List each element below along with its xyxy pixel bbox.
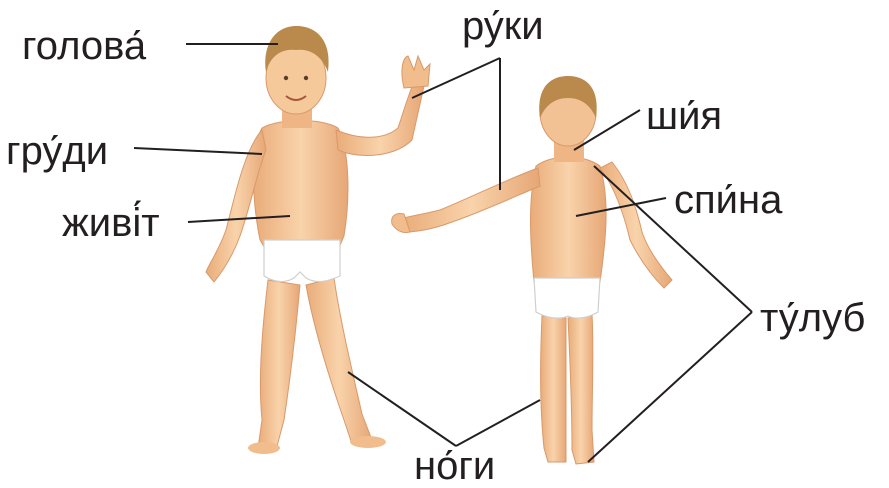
front-raised-hand [402,56,430,88]
back-left-hand [392,213,410,232]
back-left-leg [541,316,566,462]
back-left-arm [402,168,540,232]
label-chest: гру́ди [6,131,108,171]
label-arms: ру́ки [462,6,544,46]
front-torso [254,121,348,251]
front-underwear [264,240,340,282]
front-left-leg [258,280,300,450]
label-head: голова́ [22,26,146,66]
label-neck: ши́я [646,96,722,136]
label-torso: ту́луб [760,298,865,338]
label-legs: но́ги [414,446,495,486]
back-torso [531,157,607,282]
front-boy-figure [206,26,430,454]
label-back: спи́на [674,180,782,220]
front-right-arm [336,82,424,155]
leader-legs-2 [456,400,540,446]
label-belly: живі́т [62,203,160,243]
leader-chest [134,148,262,154]
back-right-leg [568,314,594,464]
back-underwear [534,278,600,318]
front-left-foot [248,442,280,454]
front-right-foot [350,436,386,448]
front-right-leg [306,278,372,444]
back-boy-figure [392,76,672,464]
leader-torso-2 [588,312,752,462]
